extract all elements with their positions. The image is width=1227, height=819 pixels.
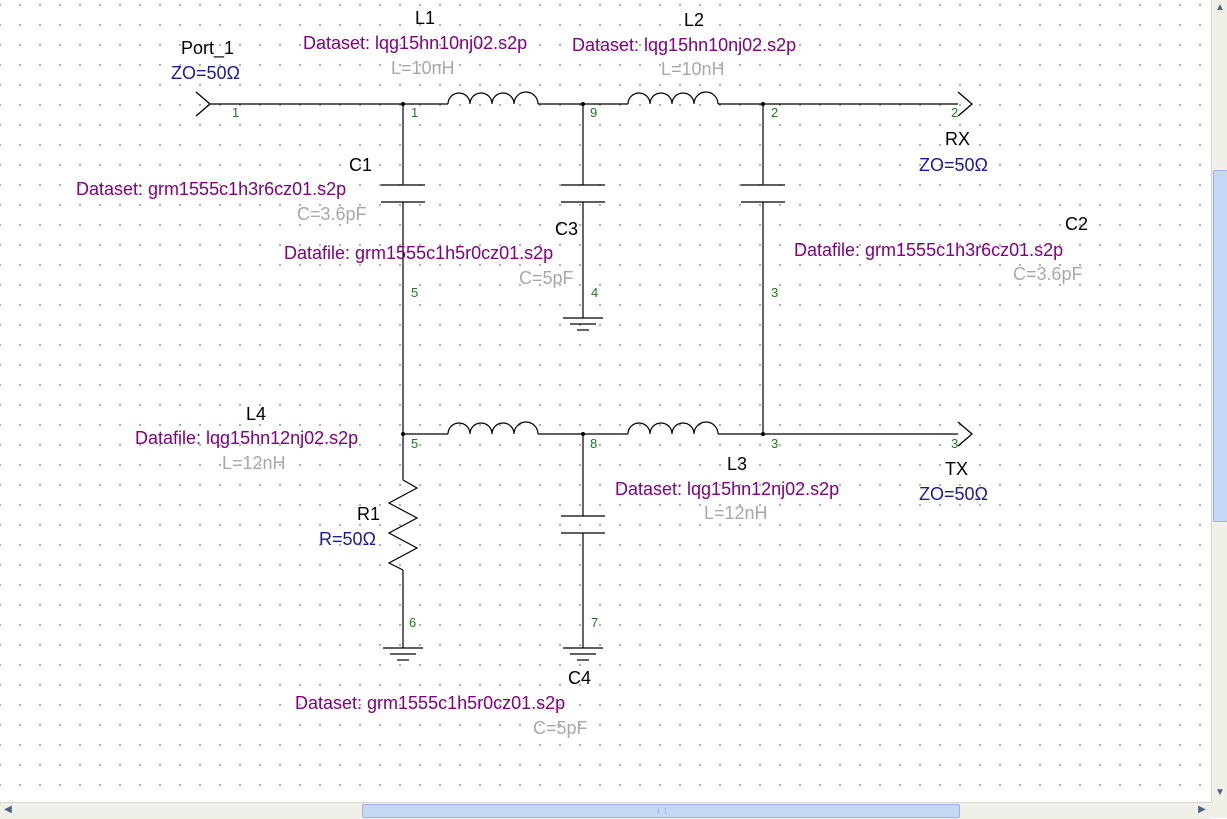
node-label: 3: [771, 436, 779, 451]
l1-dataset[interactable]: Dataset: lqg15hn10nj02.s2p: [303, 33, 528, 53]
c2-dataset[interactable]: Datafile: grm1555c1h3r6cz01.s2p: [794, 240, 1064, 260]
junction-n1: [401, 102, 405, 106]
ground-c4: [563, 647, 603, 661]
junctions: [401, 102, 765, 436]
node-label: 2: [951, 105, 959, 120]
c2-name[interactable]: C2: [1065, 214, 1089, 234]
c1-dataset[interactable]: Dataset: grm1555c1h3r6cz01.s2p: [76, 179, 347, 199]
node-label: 2: [771, 105, 779, 120]
node-label: 1: [232, 105, 240, 120]
tx-impedance[interactable]: ZO=50Ω: [919, 484, 988, 504]
schematic-drawing: [195, 91, 973, 661]
c4-value[interactable]: C=5pF: [533, 718, 588, 738]
c3-dataset[interactable]: Datafile: grm1555c1h5r0cz01.s2p: [284, 243, 554, 263]
c2-value[interactable]: C=3.6pF: [1013, 264, 1083, 284]
node-label: 3: [771, 285, 779, 300]
capacitor-c1[interactable]: [381, 184, 425, 203]
capacitor-c4[interactable]: [561, 515, 605, 534]
scroll-down-arrow-icon[interactable]: ▼: [1215, 787, 1225, 798]
node-label: 7: [591, 615, 599, 630]
vertical-scrollbar[interactable]: ▲ ▼: [1211, 0, 1227, 802]
port1-impedance[interactable]: ZO=50Ω: [171, 63, 240, 83]
horizontal-scrollbar[interactable]: ◀ ▶: [0, 802, 1211, 819]
r1-value[interactable]: R=50Ω: [319, 529, 376, 549]
scroll-right-arrow-icon[interactable]: ▶: [1198, 804, 1206, 815]
node-label: 9: [590, 105, 598, 120]
scroll-up-arrow-icon[interactable]: ▲: [1215, 2, 1225, 13]
node-label: 1: [411, 105, 419, 120]
inductor-l1[interactable]: [447, 91, 539, 105]
tx-port-symbol[interactable]: [957, 421, 973, 447]
resistor-r1[interactable]: [387, 479, 419, 571]
l4-dataset[interactable]: Datafile: lqg15hn12nj02.s2p: [135, 428, 359, 448]
ground-r1: [383, 647, 423, 661]
l1-value[interactable]: L=10nH: [391, 58, 455, 78]
junction-n2: [761, 102, 765, 106]
c3-value[interactable]: C=5pF: [519, 268, 574, 288]
node-label: 6: [409, 615, 417, 630]
node-label: 3: [951, 436, 959, 451]
tx-name[interactable]: TX: [945, 459, 969, 479]
l3-dataset[interactable]: Dataset: lqg15hn12nj02.s2p: [615, 479, 840, 499]
node-label: 4: [591, 285, 599, 300]
l3-name[interactable]: L3: [727, 454, 748, 474]
junction-n9: [581, 102, 585, 106]
l2-dataset[interactable]: Dataset: lqg15hn10nj02.s2p: [572, 35, 797, 55]
inductor-l4[interactable]: [447, 421, 539, 435]
inductor-l2[interactable]: [627, 91, 719, 105]
rx-port-symbol[interactable]: [957, 91, 973, 117]
rx-impedance[interactable]: ZO=50Ω: [919, 155, 988, 175]
l2-value[interactable]: L=10nH: [661, 59, 725, 79]
wires: [210, 103, 958, 648]
node-label: 8: [590, 436, 598, 451]
r1-name[interactable]: R1: [357, 504, 381, 524]
l3-value[interactable]: L=12nH: [704, 503, 768, 523]
capacitor-c3[interactable]: [561, 184, 605, 203]
c4-dataset[interactable]: Dataset: grm1555c1h5r0cz01.s2p: [295, 693, 566, 713]
l4-value[interactable]: L=12nH: [222, 453, 286, 473]
c3-name[interactable]: C3: [555, 219, 579, 239]
c1-value[interactable]: C=3.6pF: [297, 204, 367, 224]
scroll-left-arrow-icon[interactable]: ◀: [4, 804, 12, 815]
node-label: 5: [411, 285, 419, 300]
junction-n5: [401, 432, 405, 436]
ground-c3: [563, 317, 603, 331]
rx-name[interactable]: RX: [945, 129, 971, 149]
port1-symbol[interactable]: [195, 91, 211, 117]
c1-name[interactable]: C1: [349, 155, 373, 175]
junction-n3: [761, 432, 765, 436]
l2-name[interactable]: L2: [684, 10, 705, 30]
horizontal-scroll-thumb[interactable]: [362, 804, 960, 818]
scroll-grip-icon: [658, 808, 666, 814]
inductor-l3[interactable]: [627, 421, 719, 435]
junction-n8: [581, 432, 585, 436]
node-label: 5: [411, 436, 419, 451]
c4-name[interactable]: C4: [568, 668, 592, 688]
scrollbar-corner: [1211, 802, 1227, 818]
l4-name[interactable]: L4: [246, 404, 267, 424]
capacitor-c2[interactable]: [741, 184, 785, 203]
port1-name[interactable]: Port_1: [181, 38, 235, 58]
l1-name[interactable]: L1: [415, 8, 436, 28]
vertical-scroll-thumb[interactable]: [1213, 170, 1227, 522]
schematic-canvas[interactable]: 1 1 9 2 2 5 4 3 5 8 3 3 6 7 Port_1 ZO=50…: [0, 0, 1211, 802]
